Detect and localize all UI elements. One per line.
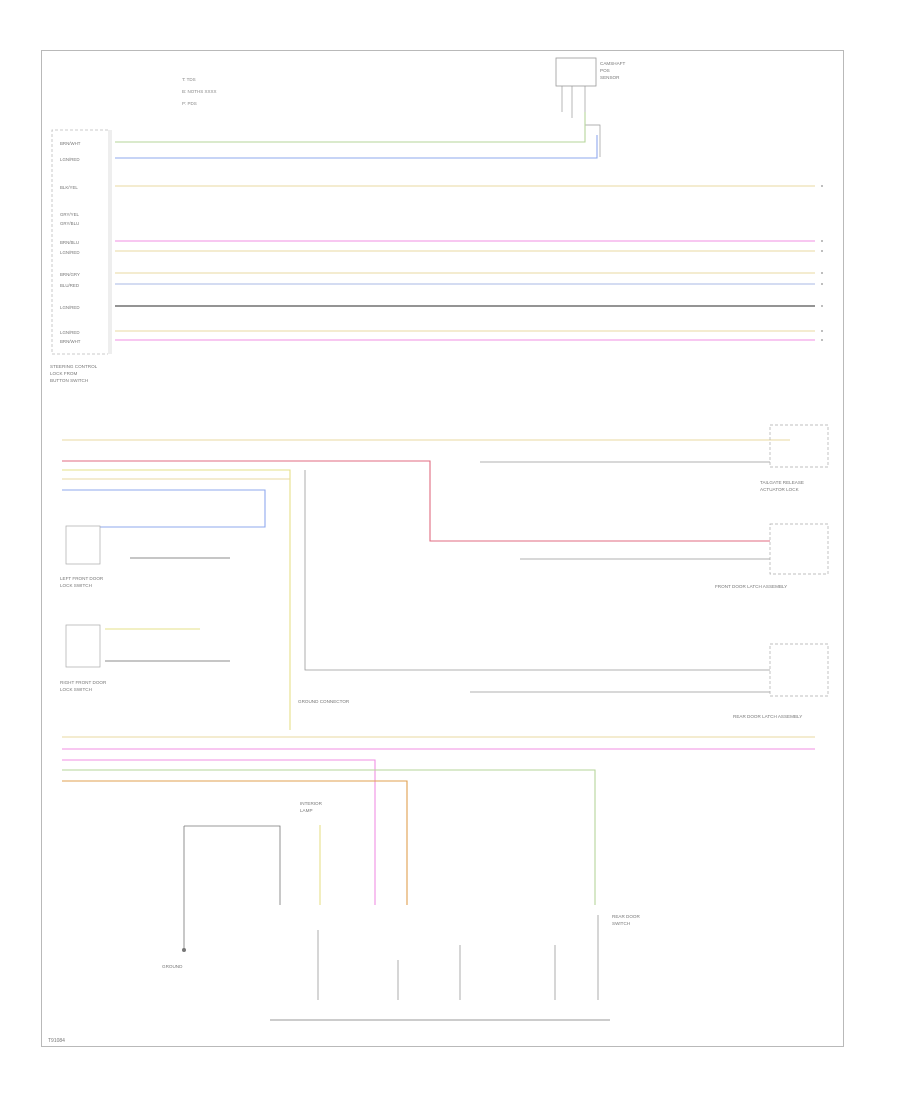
svg-text:FRONT DOOR LATCH ASSEMBLY: FRONT DOOR LATCH ASSEMBLY: [715, 584, 787, 589]
svg-text:RIGHT FRONT DOOR: RIGHT FRONT DOOR: [60, 680, 107, 685]
svg-text:LGN/RED: LGN/RED: [60, 330, 80, 335]
svg-text:LGN/RED: LGN/RED: [60, 250, 80, 255]
svg-text:TAILGATE RELEASE: TAILGATE RELEASE: [760, 480, 804, 485]
svg-text:SENSOR: SENSOR: [600, 75, 620, 80]
svg-text:LOCK SWITCH: LOCK SWITCH: [60, 687, 92, 692]
svg-text:BLK/YEL: BLK/YEL: [60, 185, 78, 190]
svg-text:BLU/RED: BLU/RED: [60, 283, 79, 288]
svg-text:SWITCH: SWITCH: [612, 921, 630, 926]
footer-code: T91084: [48, 1038, 65, 1044]
left-switches: LEFT FRONT DOOR LOCK SWITCH RIGHT FRONT …: [60, 525, 107, 692]
lower-components: INTERIOR LAMP GROUND REAR DOOR SWITCH GR…: [162, 699, 641, 969]
svg-text:P: PDS: P: PDS: [182, 101, 197, 106]
top-sensor: CAMSHAFT POS SENSOR: [555, 57, 625, 157]
legend: T: TDS B: NOTHS XXXX P: PDS: [182, 77, 217, 106]
svg-text:LAMP: LAMP: [300, 808, 313, 813]
svg-text:LGN/RED: LGN/RED: [60, 157, 80, 162]
svg-text:T: TDS: T: TDS: [182, 77, 196, 82]
svg-text:POS: POS: [600, 68, 610, 73]
svg-text:B: NOTHS XXXX: B: NOTHS XXXX: [182, 89, 217, 94]
pin-labels: BRN/WHT LGN/RED BLK/YEL GRY/YEL GRY/BLU …: [60, 141, 81, 344]
svg-text:CAMSHAFT: CAMSHAFT: [600, 61, 625, 66]
svg-text:GROUND CONNECTOR: GROUND CONNECTOR: [298, 699, 350, 704]
svg-text:BRN/BLU: BRN/BLU: [60, 240, 79, 245]
svg-text:GRY/YEL: GRY/YEL: [60, 212, 80, 217]
svg-text:BRN/WHT: BRN/WHT: [60, 141, 81, 146]
svg-text:REAR DOOR LATCH ASSEMBLY: REAR DOOR LATCH ASSEMBLY: [733, 714, 802, 719]
svg-text:ACTUATOR LOCK: ACTUATOR LOCK: [760, 487, 800, 492]
left-module: STEERING CONTROL LOCK FROM BUTTON SWITCH: [50, 129, 112, 383]
svg-text:BUTTON SWITCH: BUTTON SWITCH: [50, 378, 88, 383]
svg-text:LEFT FRONT DOOR: LEFT FRONT DOOR: [60, 576, 104, 581]
svg-text:LOCK SWITCH: LOCK SWITCH: [60, 583, 92, 588]
svg-text:GRY/BLU: GRY/BLU: [60, 221, 79, 226]
diagram-frame: [41, 50, 844, 1047]
svg-text:LOCK FROM: LOCK FROM: [50, 371, 77, 376]
svg-text:INTERIOR: INTERIOR: [300, 801, 323, 806]
svg-text:REAR DOOR: REAR DOOR: [612, 914, 641, 919]
svg-text:GROUND: GROUND: [162, 964, 183, 969]
right-terminals: [821, 185, 823, 341]
lower-wires: [62, 736, 815, 1021]
svg-text:BRN/WHT: BRN/WHT: [60, 339, 81, 344]
right-latches: TAILGATE RELEASE ACTUATOR LOCK FRONT DOO…: [715, 424, 829, 719]
svg-text:LGN/RED: LGN/RED: [60, 305, 80, 310]
middle-wires: [62, 439, 790, 730]
svg-text:BRN/GRY: BRN/GRY: [60, 272, 80, 277]
svg-text:STEERING CONTROL: STEERING CONTROL: [50, 364, 98, 369]
upper-wires: [115, 112, 815, 341]
